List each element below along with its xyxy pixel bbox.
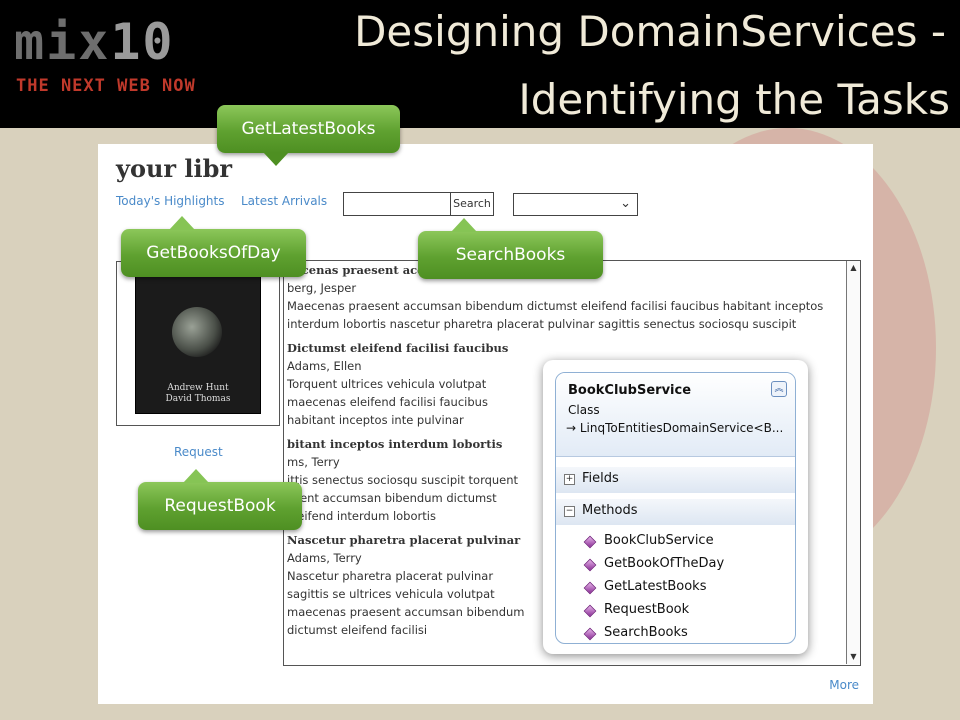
book-author: Adams, Ellen bbox=[287, 359, 362, 373]
methods-section[interactable]: − Methods bbox=[556, 499, 795, 525]
method-icon bbox=[583, 581, 597, 595]
scroll-down-icon[interactable]: ▼ bbox=[850, 652, 857, 661]
class-diagram: BookClubService Class → LinqToEntitiesDo… bbox=[555, 372, 796, 644]
class-name: BookClubService bbox=[568, 383, 692, 398]
expand-icon[interactable]: + bbox=[564, 474, 575, 485]
callout-get-latest-books: GetLatestBooks bbox=[217, 105, 400, 166]
list-scrollbar[interactable]: ▲ ▼ bbox=[846, 261, 860, 664]
book-author: berg, Jesper bbox=[287, 281, 357, 295]
book-summary: Torquent ultrices vehicula volutpat maec… bbox=[287, 377, 488, 427]
cover-author-2: David Thomas bbox=[165, 394, 231, 404]
search-input[interactable] bbox=[343, 192, 451, 216]
method-name: BookClubService bbox=[604, 533, 714, 548]
book-author: ms, Terry bbox=[287, 455, 340, 469]
book-title: aecenas praesent acc bbox=[287, 263, 425, 277]
fields-section[interactable]: + Fields bbox=[556, 467, 795, 493]
nav-link-todays-highlights[interactable]: Today's Highlights bbox=[116, 194, 225, 208]
class-kind: Class bbox=[568, 403, 600, 417]
callout-label: GetBooksOfDay bbox=[146, 243, 281, 263]
logo-mark-text: mix bbox=[14, 13, 111, 71]
book-summary: Maecenas praesent accumsan bibendum dict… bbox=[287, 299, 824, 331]
logo-tagline: THE NEXT WEB NOW bbox=[16, 76, 196, 96]
book-list-content: aecenas praesent acc berg, Jesper Maecen… bbox=[287, 261, 847, 639]
callout-label: SearchBooks bbox=[455, 245, 566, 265]
list-item[interactable]: Nascetur pharetra placerat pulvinar Adam… bbox=[287, 531, 847, 639]
slide-header: mix10 THE NEXT WEB NOW Designing DomainS… bbox=[0, 0, 960, 128]
book-author: Adams, Terry bbox=[287, 551, 362, 565]
book-summary: ittis senectus sociosqu suscipit torquen… bbox=[287, 473, 519, 523]
collapse-section-icon[interactable]: − bbox=[564, 506, 575, 517]
collapse-icon[interactable]: ︽ bbox=[771, 381, 787, 397]
method-icon bbox=[583, 627, 597, 641]
class-header: BookClubService Class → LinqToEntitiesDo… bbox=[556, 373, 795, 457]
book-title: Dictumst eleifend facilisi faucibus bbox=[287, 341, 509, 355]
category-select[interactable]: ⌄ bbox=[513, 193, 638, 216]
callout-pointer bbox=[183, 469, 209, 483]
book-title: bitant inceptos interdum lobortis bbox=[287, 437, 503, 451]
more-link[interactable]: More bbox=[829, 678, 859, 692]
callout-request-book: RequestBook bbox=[138, 469, 302, 530]
callout-get-books-of-day: GetBooksOfDay bbox=[121, 216, 306, 277]
callout-pointer bbox=[451, 218, 477, 232]
method-name: RequestBook bbox=[604, 602, 690, 617]
list-item[interactable]: bitant inceptos interdum lobortis ms, Te… bbox=[287, 435, 847, 525]
book-cover-image: Andrew Hunt David Thomas bbox=[135, 272, 261, 414]
book-list[interactable]: aecenas praesent acc berg, Jesper Maecen… bbox=[283, 260, 861, 666]
slide-title-line-2: Identifying the Tasks bbox=[518, 75, 950, 124]
list-item[interactable]: aecenas praesent acc berg, Jesper Maecen… bbox=[287, 261, 847, 333]
methods-label: Methods bbox=[582, 503, 638, 518]
list-item[interactable]: Dictumst eleifend facilisi faucibus Adam… bbox=[287, 339, 847, 429]
chevron-down-icon: ⌄ bbox=[620, 196, 631, 211]
nav-link-latest-arrivals[interactable]: Latest Arrivals bbox=[241, 194, 328, 208]
fields-label: Fields bbox=[582, 471, 619, 486]
method-icon bbox=[583, 535, 597, 549]
search-button[interactable]: Search bbox=[450, 192, 494, 216]
cover-author-1: Andrew Hunt bbox=[167, 383, 229, 393]
request-link[interactable]: Request bbox=[174, 445, 223, 459]
method-name: GetLatestBooks bbox=[604, 579, 707, 594]
class-base-type: → LinqToEntitiesDomainService<B... bbox=[566, 421, 784, 435]
method-name: GetBookOfTheDay bbox=[604, 556, 725, 571]
cover-authors: Andrew Hunt David Thomas bbox=[136, 383, 260, 405]
method-icon bbox=[583, 558, 597, 572]
mix-logo: mix10 bbox=[14, 14, 175, 70]
method-icon bbox=[583, 604, 597, 618]
callout-search-books: SearchBooks bbox=[418, 218, 603, 279]
logo-number: 10 bbox=[110, 13, 175, 71]
callout-pointer bbox=[169, 216, 195, 230]
app-title: your libr bbox=[116, 154, 233, 183]
class-diagram-card: BookClubService Class → LinqToEntitiesDo… bbox=[543, 360, 808, 654]
book-title: Nascetur pharetra placerat pulvinar bbox=[287, 533, 521, 547]
method-name: SearchBooks bbox=[604, 625, 688, 640]
cover-art bbox=[172, 307, 222, 357]
callout-label: RequestBook bbox=[164, 496, 276, 516]
slide-title-line-1: Designing DomainServices - bbox=[354, 7, 946, 56]
callout-pointer bbox=[263, 152, 289, 166]
scroll-up-icon[interactable]: ▲ bbox=[850, 263, 857, 272]
callout-label: GetLatestBooks bbox=[241, 119, 376, 139]
book-summary: Nascetur pharetra placerat pulvinar sagi… bbox=[287, 569, 525, 637]
book-of-day-panel: Andrew Hunt David Thomas bbox=[116, 261, 280, 426]
